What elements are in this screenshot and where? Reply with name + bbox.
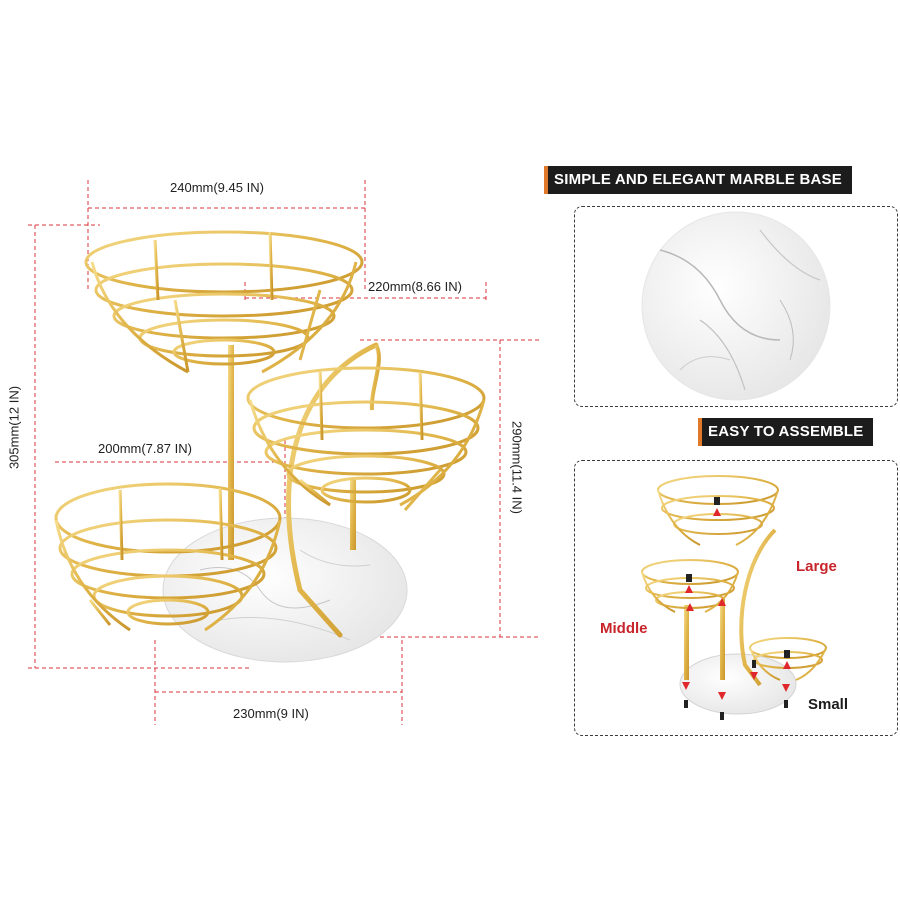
marble-disc [641, 211, 831, 401]
assemble-panel [574, 460, 898, 736]
banner-accent [544, 166, 548, 194]
assembly-illustration [641, 475, 827, 720]
label-large: Large [796, 558, 837, 575]
assemble-banner-text: EASY TO ASSEMBLE [708, 423, 864, 440]
marble-banner: SIMPLE AND ELEGANT MARBLE BASE [544, 166, 852, 194]
assemble-banner: EASY TO ASSEMBLE [698, 418, 874, 446]
middle-width-label: 220mm(8.66 IN) [368, 279, 462, 294]
top-width-label: 240mm(9.45 IN) [170, 180, 264, 195]
label-small: Small [808, 696, 849, 713]
base-width-label: 230mm(9 IN) [233, 706, 309, 721]
marble-banner-text: SIMPLE AND ELEGANT MARBLE BASE [554, 171, 842, 188]
dimension-lines [28, 180, 540, 725]
banner-accent [698, 418, 702, 446]
total-height-label: 305mm(12 IN) [6, 385, 22, 470]
label-middle: Middle [600, 620, 648, 637]
marble-base [162, 517, 408, 663]
marble-panel [574, 206, 898, 407]
basket-stand [54, 230, 486, 663]
bottom-width-label: 200mm(7.87 IN) [98, 441, 192, 456]
side-height-label: 290mm(11.4 IN) [509, 421, 525, 514]
